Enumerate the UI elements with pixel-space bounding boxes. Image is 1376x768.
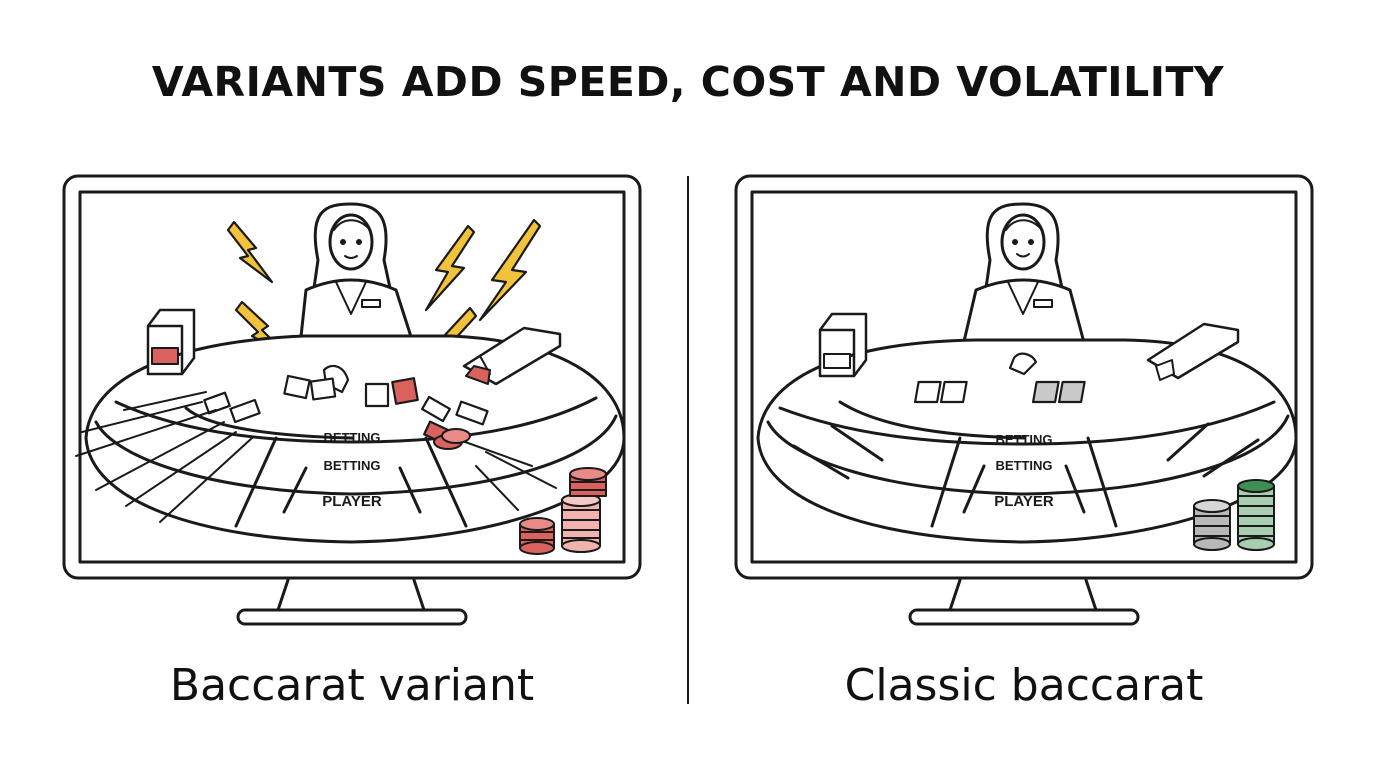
chip-stack-icon	[569, 467, 607, 497]
table-label-player: PLAYER	[322, 493, 382, 510]
chip-stack-icon	[1193, 499, 1231, 551]
card-shoe-left	[146, 308, 196, 376]
chip-stack-icon	[519, 517, 555, 555]
chip-stack-icon	[561, 493, 601, 553]
table-label-betting-2: BETTING	[995, 458, 1052, 473]
classic-panel: BETTING BETTING PLAYER	[728, 170, 1318, 630]
card-shoe-right	[1146, 322, 1240, 381]
monitor-stand	[236, 608, 468, 626]
dealer-hand	[1008, 352, 1038, 376]
dealer-figure	[298, 202, 416, 348]
caption-baccarat-variant: Baccarat variant	[169, 660, 535, 711]
lightning-bolt-icon	[424, 224, 476, 312]
variant-panel: BETTING BETTING PLAYER	[56, 170, 646, 630]
card-shoe-left	[818, 312, 868, 378]
center-divider	[687, 176, 689, 704]
table-label-betting-1: BETTING	[323, 430, 380, 445]
monitor-neck	[276, 578, 426, 612]
caption-classic-baccarat: Classic baccarat	[844, 660, 1204, 711]
monitor-neck	[948, 578, 1098, 612]
variant-monitor-illustration: BETTING BETTING PLAYER	[62, 174, 642, 626]
table-label-betting-1: BETTING	[995, 432, 1052, 447]
table-label-betting-2: BETTING	[323, 458, 380, 473]
chip-stacks	[433, 428, 607, 555]
page-title: VARIANTS ADD SPEED, COST AND VOLATILITY	[151, 58, 1225, 106]
chip-icon	[433, 428, 471, 450]
card-shoe-right	[462, 326, 562, 386]
chip-stack-icon	[1237, 479, 1275, 551]
lightning-bolt-icon	[226, 220, 274, 284]
lightning-bolt-icon	[478, 218, 542, 322]
speed-lines	[75, 391, 557, 523]
chip-stacks	[1193, 479, 1275, 551]
baccarat-table	[756, 338, 1298, 544]
monitor-stand	[908, 608, 1140, 626]
lightning-bolt-icons	[226, 218, 542, 362]
classic-monitor-illustration: BETTING BETTING PLAYER	[734, 174, 1314, 626]
baccarat-table	[84, 334, 626, 544]
playing-cards	[913, 380, 1086, 404]
dealer-figure	[960, 202, 1088, 352]
table-label-player: PLAYER	[994, 493, 1054, 510]
